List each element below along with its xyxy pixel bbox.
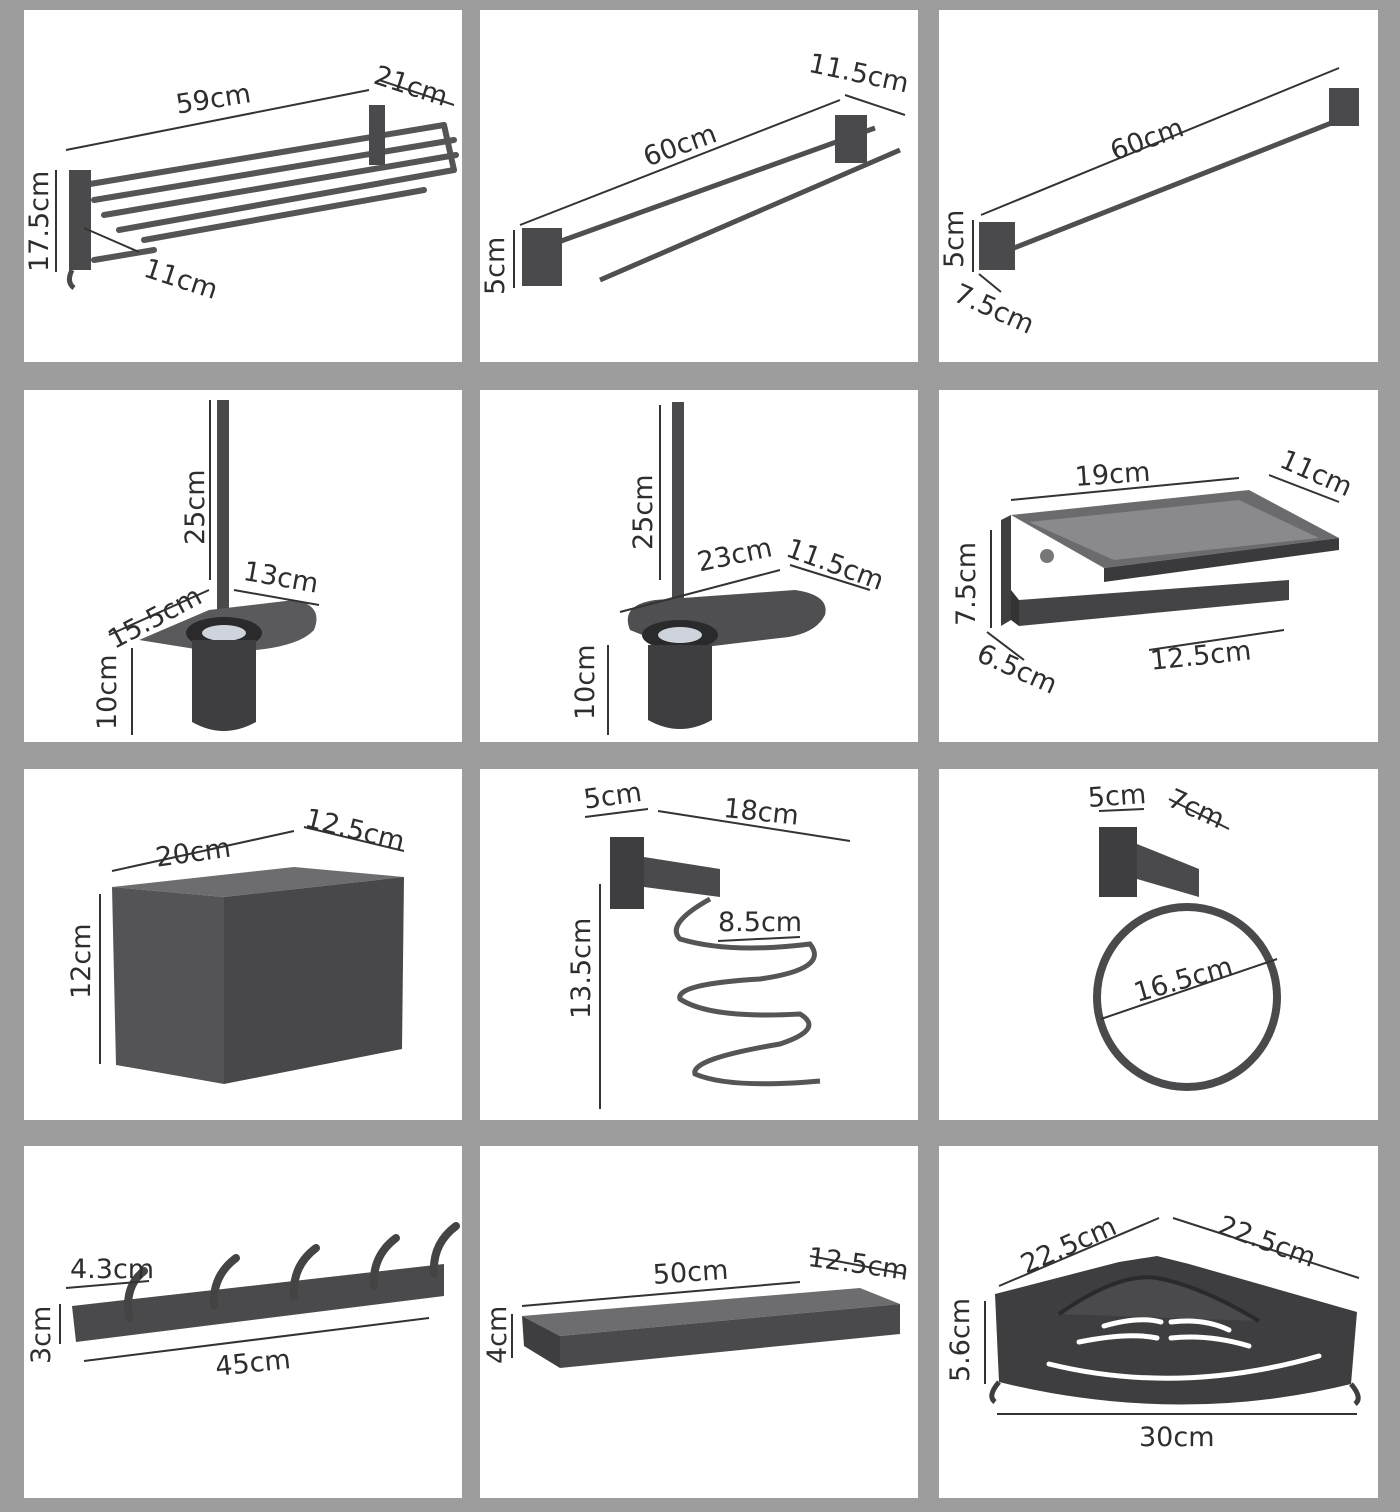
toilet-brush-holder-image [108,400,320,735]
dim-label-hook-depth: 4.3cm [70,1254,155,1285]
dim-label-height: 5cm [939,209,970,268]
tile-paper-holder-shelf: 19cm 11cm 7.5cm 6.5cm 12.5cm [939,390,1378,742]
dim-label-cup-height: 10cm [570,644,601,720]
tile-double-towel-bar: 60cm 11.5cm 5cm [480,10,918,362]
tile-hair-dryer-holder: 5cm 18cm 8.5cm 13.5cm [480,769,918,1120]
tissue-box-image [99,826,405,1084]
tile-tissue-box: 20cm 12.5cm 12cm [24,769,462,1120]
tile-towel-ring: 5cm 7cm 16.5cm [939,769,1378,1120]
dim-label-cup-height: 10cm [92,654,123,730]
dim-label-height: 12cm [66,923,97,999]
dim-label-width: 19cm [1073,456,1152,493]
dim-label-ring: 8.5cm [718,907,803,938]
towel-ring-image [1093,798,1281,1091]
dim-label-height: 13.5cm [566,917,597,1019]
dim-label-plate: 5cm [581,776,644,816]
dim-label-height: 17.5cm [24,170,55,272]
dim-label-height: 25cm [628,474,659,550]
dim-label-length: 50cm [651,1254,730,1291]
dim-label-height: 5cm [480,236,511,295]
paper-holder-shelf-image [986,474,1340,661]
bath-shelf-image [511,1255,906,1368]
tile-bath-shelf: 50cm 12.5cm 4cm [480,1146,918,1498]
toilet-brush-holder-shelf-image [607,402,871,735]
dim-label-height: 5.6cm [945,1297,976,1382]
tile-toilet-brush-holder-shelf: 25cm 23cm 11.5cm 10cm [480,390,918,742]
towel-rack-shelf-image [55,79,459,290]
dim-label-width: 30cm [1139,1422,1215,1453]
double-towel-bar-image [513,94,906,288]
hair-dryer-holder-image [584,808,851,1109]
dim-label-length: 45cm [213,1344,293,1383]
dim-label-arm-length: 18cm [721,793,801,832]
robe-hook-rail-image [59,1222,460,1362]
tile-corner-basket: 22.5cm 22.5cm 5.6cm 30cm [939,1146,1378,1498]
dim-label-height: 3cm [26,1305,57,1364]
single-towel-bar-image [972,67,1359,293]
dim-label-height: 7.5cm [951,541,982,626]
tile-towel-rack-shelf: 59cm 21cm 17.5cm 11cm [24,10,462,362]
tile-single-towel-bar: 60cm 5cm 7.5cm [939,10,1378,362]
tile-toilet-brush-holder: 25cm 15.5cm 13cm 10cm [24,390,462,742]
corner-basket-image [984,1217,1361,1415]
dim-label-plate: 5cm [1086,778,1148,814]
dim-label-height: 4cm [482,1305,513,1364]
tile-robe-hook-rail: 4.3cm 3cm 45cm [24,1146,462,1498]
dim-label-height: 25cm [180,469,211,545]
